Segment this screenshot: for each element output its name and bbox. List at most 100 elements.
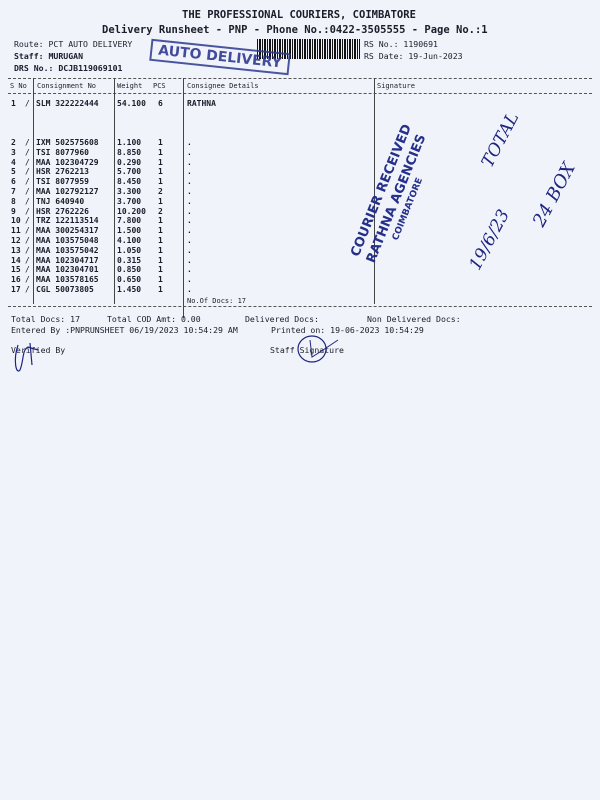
total-docs: Total Docs: 17 (11, 314, 81, 324)
row-consignee: . (187, 216, 192, 226)
tick-mark-icon: / (25, 157, 30, 167)
table-row: 1 / SLM 322222444 54.100 6 RATHNA (0, 99, 600, 109)
table-row: 15 / MAA 102304701 0.850 1 . (0, 265, 600, 275)
row-consignee: . (187, 138, 192, 147)
tick-mark-icon: / (25, 265, 30, 275)
tick-mark-icon: / (25, 177, 30, 187)
row-consignment: TSI 8077959 (36, 177, 89, 187)
tick-mark-icon: / (25, 285, 30, 294)
row-pcs: 1 (158, 167, 163, 177)
row-consignee: . (187, 206, 192, 216)
tick-mark-icon: / (25, 167, 30, 177)
row-consignment: HSR 2762213 (36, 167, 89, 177)
table-row: 2 / IXM 502575608 1.100 1 . (0, 138, 600, 148)
tick-mark-icon: / (25, 196, 30, 206)
tick-mark-icon: / (25, 275, 30, 285)
row-weight: 0.290 (117, 157, 142, 167)
row-weight: 4.100 (117, 236, 142, 245)
row-weight: 8.450 (117, 177, 142, 187)
row-pcs: 2 (158, 187, 163, 196)
row-weight: 7.800 (117, 216, 142, 226)
table-row: 4 / MAA 102304729 0.290 1 . (0, 158, 600, 168)
row-weight: 1.450 (117, 285, 142, 294)
tick-mark-icon: / (25, 99, 30, 108)
runsheet-subtitle: Delivery Runsheet - PNP - Phone No.:0422… (102, 24, 488, 36)
row-consignment: MAA 102792127 (36, 187, 99, 196)
row-sno: 17 (11, 285, 21, 294)
row-pcs: 1 (158, 255, 163, 265)
route: Route: PCT AUTO DELIVERY (14, 39, 133, 49)
table-row: 14 / MAA 102304717 0.315 1 . (0, 256, 600, 266)
row-pcs: 1 (158, 275, 163, 285)
row-consignee: . (187, 157, 192, 167)
tick-mark-icon: / (25, 206, 30, 216)
company-title: THE PROFESSIONAL COURIERS, COIMBATORE (182, 9, 416, 21)
staff-signature-mark (297, 335, 339, 363)
row-consignment: MAA 300254317 (36, 226, 99, 236)
row-sno: 14 (11, 255, 21, 265)
row-sno: 15 (11, 265, 21, 275)
non-delivered-docs: Non Delivered Docs: (367, 314, 461, 324)
row-consignment: MAA 102304701 (36, 265, 99, 275)
row-weight: 0.315 (117, 255, 142, 265)
row-consignee: . (187, 285, 192, 294)
row-consignee: . (187, 196, 192, 206)
tick-mark-icon: / (25, 147, 30, 157)
row-consignment: MAA 103578165 (36, 275, 99, 285)
row-pcs: 6 (158, 99, 163, 108)
col-pcs: PCS (153, 82, 166, 90)
table-row: 7 / MAA 102792127 3.300 2 . (0, 187, 600, 197)
row-pcs: 1 (158, 177, 163, 187)
table-row: 17 / CGL 50073805 1.450 1 . (0, 285, 600, 295)
row-consignee: . (187, 167, 192, 177)
row-sno: 7 (11, 187, 16, 196)
verified-by: Verified By (11, 345, 66, 355)
row-weight: 3.300 (117, 187, 142, 196)
row-sno: 2 (11, 138, 16, 147)
table-row: 16 / MAA 103578165 0.650 1 . (0, 275, 600, 285)
no-of-docs: No.Of Docs: 17 (187, 297, 247, 305)
tick-mark-icon: / (25, 138, 30, 147)
tick-mark-icon: / (25, 216, 30, 226)
staff: Staff: MURUGAN (14, 51, 84, 61)
row-pcs: 1 (158, 236, 163, 245)
col-sno: S No (10, 82, 27, 90)
row-sno: 6 (11, 177, 16, 187)
staff-signature: Staff Signature (270, 345, 344, 355)
row-consignment: CGL 50073805 (36, 285, 94, 294)
row-consignee: . (187, 226, 192, 236)
row-sno: 9 (11, 206, 16, 216)
barcode (257, 39, 360, 59)
row-pcs: 1 (158, 157, 163, 167)
row-consignee: . (187, 177, 192, 187)
row-consignment: MAA 103575048 (36, 236, 99, 245)
table-row: 12 / MAA 103575048 4.100 1 . (0, 236, 600, 246)
row-weight: 1.050 (117, 245, 142, 255)
table-row: 10 / TRZ 122113514 7.800 1 . (0, 216, 600, 226)
row-consignee: . (187, 147, 192, 157)
row-sno: 1 (11, 99, 16, 108)
drs-number: DRS No.: DCJB119069101 (14, 63, 123, 73)
col-weight: Weight (117, 82, 143, 90)
table-row: 11 / MAA 300254317 1.500 1 . (0, 226, 600, 236)
verifier-signature (14, 342, 39, 372)
tick-mark-icon: / (25, 226, 30, 236)
row-weight: 0.650 (117, 275, 142, 285)
printed-on: Printed on: 19-06-2023 10:54:29 (271, 325, 424, 335)
table-row: 8 / TNJ 640940 3.700 1 . (0, 197, 600, 207)
row-pcs: 2 (158, 206, 163, 216)
row-consignment: TRZ 122113514 (36, 216, 99, 226)
tick-mark-icon: / (25, 236, 30, 245)
row-consignee: . (187, 255, 192, 265)
row-consignment: MAA 102304717 (36, 255, 99, 265)
table-row: 6 / TSI 8077959 8.450 1 . (0, 177, 600, 187)
row-weight: 3.700 (117, 196, 142, 206)
delivered-docs: Delivered Docs: (245, 314, 319, 324)
row-pcs: 1 (158, 196, 163, 206)
row-pcs: 1 (158, 245, 163, 255)
row-weight: 5.700 (117, 167, 142, 177)
row-sno: 4 (11, 157, 16, 167)
row-consignee: . (187, 275, 192, 285)
row-weight: 1.500 (117, 226, 142, 236)
